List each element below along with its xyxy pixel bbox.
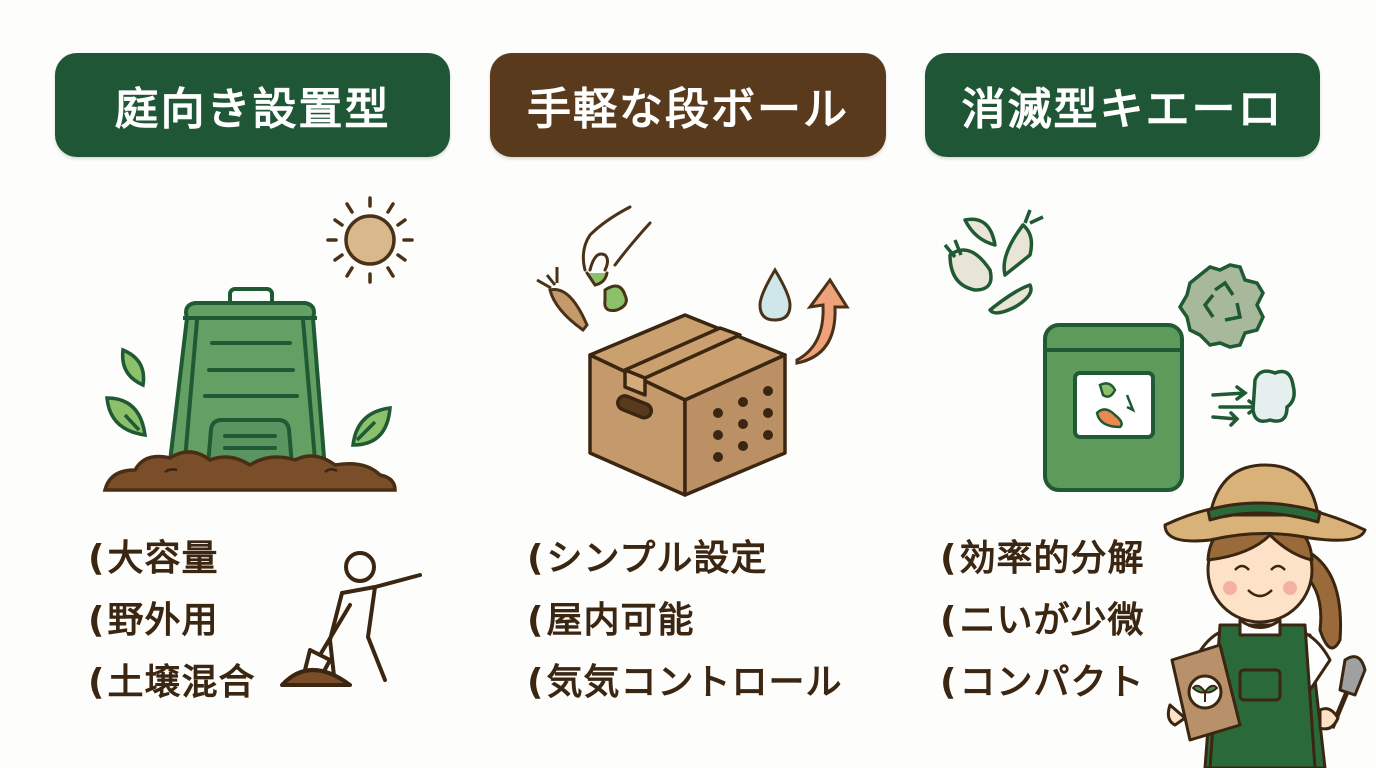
- kiero-decomposer-bin-illustration: [943, 209, 1296, 492]
- feature-item: (シンプル設定: [527, 538, 768, 579]
- header-cardboard-type: 手軽な段ボール: [490, 53, 886, 157]
- feature-item: (気気コントロール: [527, 662, 843, 703]
- garden-compost-bin-illustration: [102, 196, 414, 492]
- feature-item: (野外用: [88, 600, 219, 641]
- person-digging-icon: [280, 551, 422, 687]
- feature-item: (効率的分解: [940, 538, 1145, 579]
- kiero-type-features: (効率的分解 (ニいが少微 (コンパクト: [940, 528, 1144, 714]
- cardboard-box-icon: [588, 313, 787, 497]
- hat-crown: [1208, 463, 1320, 517]
- kiero-bin-icon: [1043, 323, 1184, 492]
- air-flow-icon: [1211, 369, 1296, 427]
- feature-item: (コンパクト: [940, 662, 1145, 703]
- header-kiero-type: 消滅型キエーロ: [925, 53, 1320, 157]
- cardboard-compost-box-illustration: [536, 205, 850, 497]
- soil-mound: [102, 450, 397, 492]
- water-drop-icon: [758, 267, 792, 322]
- trowel-icon: [1318, 655, 1367, 731]
- garden-type-features: (大容量 (野外用 (土壌混合: [88, 528, 255, 714]
- feature-item: (屋内可能: [527, 600, 695, 641]
- hat-band: [1206, 501, 1322, 524]
- feature-item: (ニいが少微: [940, 600, 1145, 641]
- feature-item: (大容量: [88, 538, 219, 579]
- arrow-up-icon: [795, 277, 850, 365]
- leaf-icon: [105, 347, 392, 447]
- vegetable-scraps-icon: [943, 209, 1044, 315]
- header-cardboard-type-label: 手軽な段ボール: [527, 84, 849, 135]
- carrot-icon: [536, 267, 589, 333]
- header-garden-type-label: 庭向き設置型: [114, 84, 391, 135]
- compost-bag-icon: [1166, 643, 1242, 742]
- feature-item: (土壌混合: [88, 662, 256, 703]
- gear-recycle-icon: [1177, 263, 1265, 349]
- sun-icon: [326, 196, 414, 284]
- cardboard-type-features: (シンプル設定 (屋内可能 (気気コントロール: [527, 528, 842, 714]
- hand-dropping-scraps-icon: [581, 205, 652, 312]
- gardener-character: [1163, 463, 1367, 768]
- compost-bin-icon: [167, 287, 327, 472]
- header-kiero-type-label: 消滅型キエーロ: [961, 84, 1284, 135]
- header-garden-type: 庭向き設置型: [55, 53, 450, 157]
